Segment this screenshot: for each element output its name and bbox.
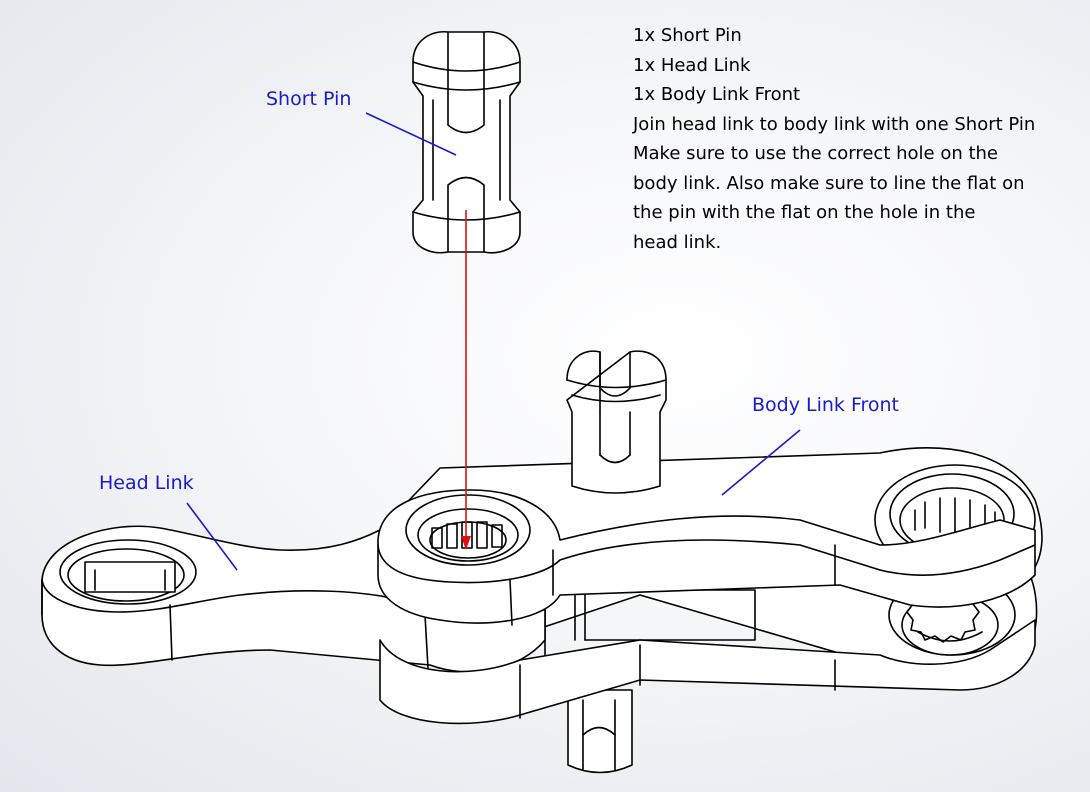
instruction-line: 1x Head Link xyxy=(633,54,751,76)
short-pin-leader-line xyxy=(365,112,457,156)
short-pin-callout: Short Pin xyxy=(266,88,352,110)
instruction-line: 1x Short Pin xyxy=(633,25,742,46)
instruction-line: the pin with the flat on the hole in the xyxy=(633,202,976,223)
body-link-front-callout: Body Link Front xyxy=(752,394,900,416)
head-link-leader-line xyxy=(186,502,238,571)
body-link-front-leader-line xyxy=(721,429,801,496)
instruction-line: Make sure to use the correct hole on the xyxy=(633,143,999,164)
standing-pin xyxy=(566,350,667,494)
body-link-lower-plate xyxy=(379,619,1036,725)
instruction-text: 1x Short Pin 1x Head Link 1x Body Link F… xyxy=(633,21,1083,257)
instruction-line: 1x Body Link Front xyxy=(633,84,801,105)
short-pin xyxy=(412,31,521,254)
instruction-line: head link. xyxy=(633,231,722,253)
instruction-line: body link. Also make sure to line the fl… xyxy=(633,172,1025,194)
lower-pin xyxy=(567,689,633,774)
head-link-callout: Head Link xyxy=(99,472,194,494)
assembly-arrow xyxy=(461,210,471,550)
instruction-line: Join head link to body link with one Sho… xyxy=(633,113,1036,135)
